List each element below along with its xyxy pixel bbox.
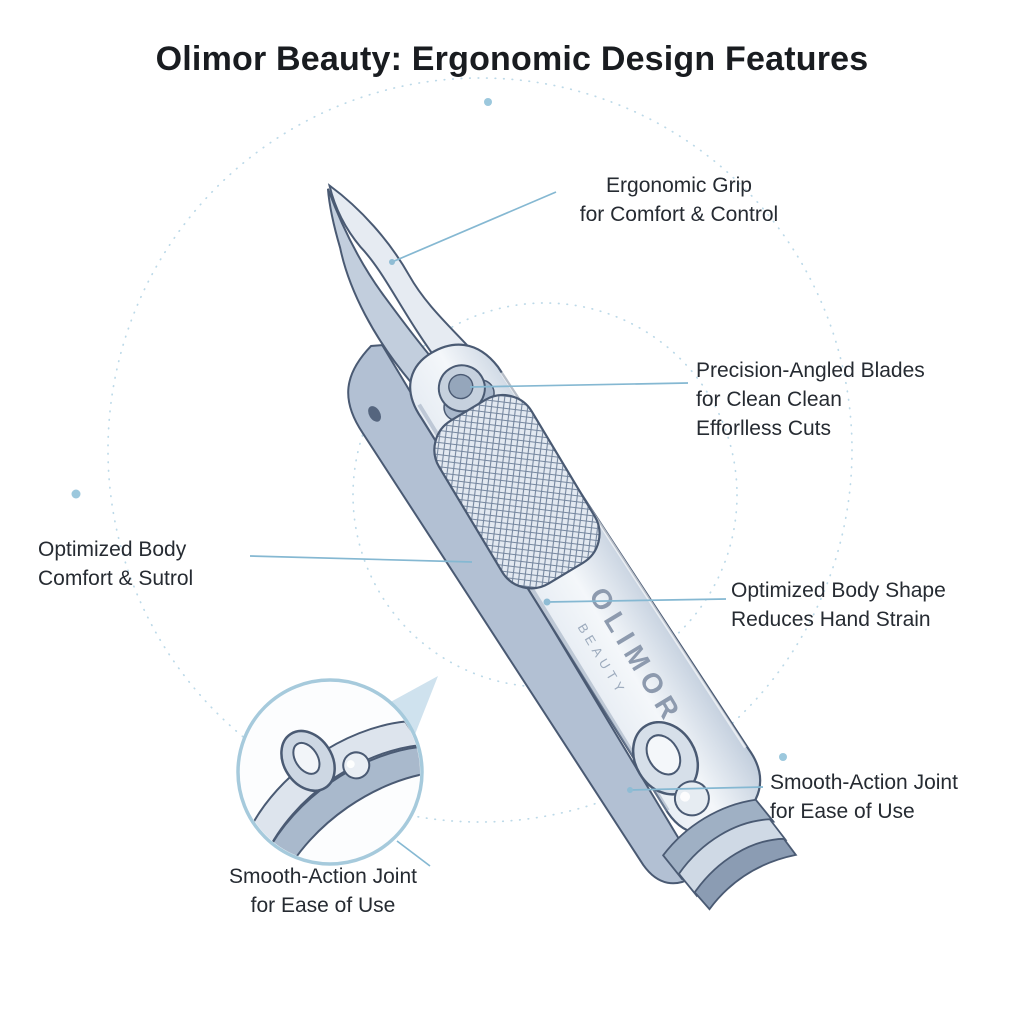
callout-line: Ergonomic Grip — [606, 174, 752, 197]
grip-pad — [433, 393, 601, 590]
leader-precision-blades — [469, 382, 689, 388]
blade-front — [327, 183, 473, 369]
nail-clipper: OLIMOR BEAUTY — [326, 183, 798, 911]
dashed-guide-circles — [107, 77, 853, 823]
inset-joint-ring-hole — [292, 741, 321, 775]
callout-line: for Comfort & Control — [579, 203, 779, 226]
dashed-circle-outer — [107, 77, 853, 823]
back-arm-hole-icon — [368, 406, 381, 422]
dashed-circle-inner — [352, 302, 738, 688]
callout-line: Precision-Angled Blades — [696, 359, 925, 382]
callout-line: Smooth-Action Joint — [770, 771, 958, 794]
leader-smooth-joint-bottom — [396, 840, 431, 867]
callout-optimized-body: Optimized Body Comfort & Sutrol — [38, 535, 298, 593]
callout-line: Smooth-Action Joint — [229, 865, 417, 888]
callout-line: Optimized Body — [38, 538, 187, 561]
dot-left — [71, 489, 81, 499]
callout-line: Reduces Hand Strain — [731, 608, 931, 631]
decorative-dots — [71, 98, 787, 761]
leader-optimized-body-left — [249, 555, 473, 563]
inset-pointer — [385, 676, 438, 747]
blade-back — [326, 188, 443, 387]
bottom-jaw-front — [693, 837, 798, 911]
callout-precision-blades: Precision-Angled Blades for Clean Clean … — [696, 356, 976, 443]
joint-ring-hole — [645, 734, 682, 776]
callout-smooth-action-joint-bottom: Smooth-Action Joint for Ease of Use — [204, 862, 442, 920]
leader-smooth-joint-right — [629, 786, 764, 791]
leader-lines — [249, 191, 764, 867]
callout-optimized-body-shape: Optimized Body Shape Reduces Hand Strain — [731, 576, 1001, 634]
callout-line: for Ease of Use — [250, 894, 396, 917]
dot-top — [484, 98, 492, 106]
callout-line: Efforlless Cuts — [696, 417, 831, 440]
callout-smooth-action-joint-right: Smooth-Action Joint for Ease of Use — [770, 768, 1010, 826]
leader-optimized-body-shape — [546, 598, 727, 603]
inset-band-front — [248, 720, 420, 858]
callout-line: for Clean Clean — [696, 388, 842, 411]
pivot-pin-cap — [448, 373, 474, 400]
leader-dot-body-shape — [543, 598, 551, 606]
leader-dot-joint — [627, 787, 633, 793]
callout-line: for Ease of Use — [770, 800, 915, 823]
inset-pin-highlight — [346, 760, 355, 769]
joint-pin-highlight — [680, 791, 691, 802]
inset-joint-pin — [342, 751, 371, 780]
dot-right — [779, 753, 787, 761]
callout-line: Comfort & Sutrol — [38, 567, 194, 590]
inset-detail — [248, 720, 420, 862]
joint-pin-icon — [673, 780, 710, 817]
leader-dot-blade — [389, 259, 395, 265]
page-title: Olimor Beauty: Ergonomic Design Features — [155, 40, 869, 78]
leader-ergonomic-grip — [391, 191, 557, 263]
leader-dots — [389, 259, 633, 793]
callout-ergonomic-grip: Ergonomic Grip for Comfort & Control — [548, 171, 810, 229]
callout-line: Optimized Body Shape — [731, 579, 946, 602]
inset-band-back — [264, 745, 420, 862]
